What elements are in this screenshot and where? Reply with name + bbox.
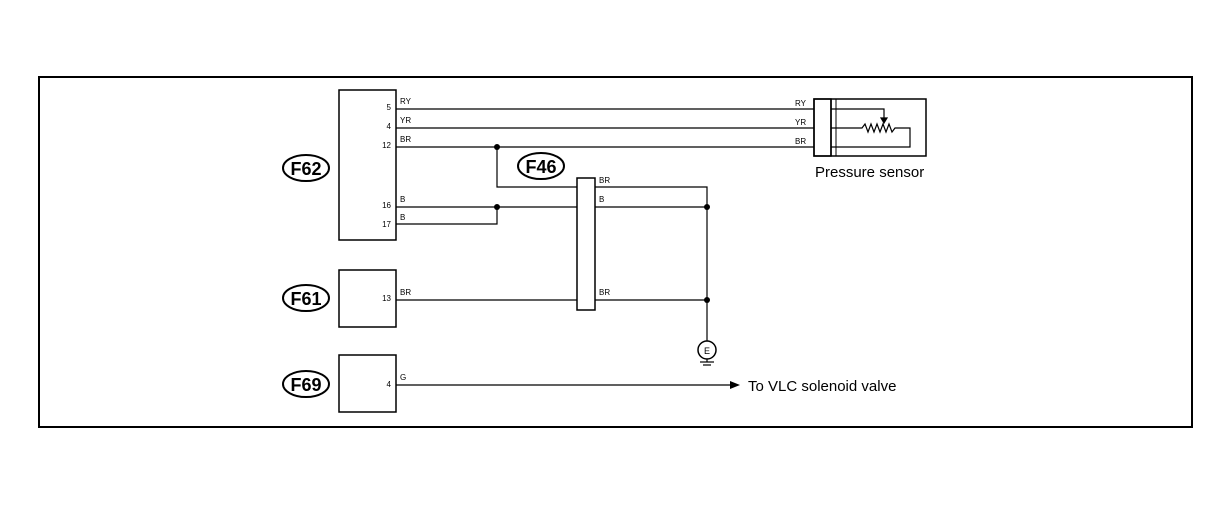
f62-connector-block xyxy=(338,89,397,241)
connector-f61-label: F61 xyxy=(290,289,321,309)
wire-color-f46-bottom: BR xyxy=(599,288,610,297)
arrow-head-icon xyxy=(730,381,740,389)
connector-f61-badge: F61 xyxy=(282,284,330,312)
wire-color-f46-mid: B xyxy=(599,195,604,204)
ground-icon: E xyxy=(697,340,717,366)
wire-br-branch xyxy=(496,147,577,188)
connector-f62-badge: F62 xyxy=(282,154,330,182)
ground-label: E xyxy=(704,346,710,356)
wire-color-sensor-br: BR xyxy=(795,137,806,146)
wire-color-f62-12: BR xyxy=(400,135,411,144)
vlc-valve-label: To VLC solenoid valve xyxy=(748,378,896,395)
potentiometer-symbol xyxy=(831,108,911,148)
wire-color-f62-17: B xyxy=(400,213,405,222)
connector-f69-label: F69 xyxy=(290,375,321,395)
wire-f46-br-top xyxy=(595,186,708,207)
pin-f61-13: 13 xyxy=(382,294,391,303)
f61-connector-block xyxy=(338,269,397,328)
wire-color-f61-13: BR xyxy=(400,288,411,297)
pin-f62-12: 12 xyxy=(382,141,391,150)
pin-f62-4: 4 xyxy=(387,122,392,131)
connector-f46-badge: F46 xyxy=(517,152,565,180)
wire-color-sensor-yr: YR xyxy=(795,118,806,127)
wire-color-f62-4: YR xyxy=(400,116,411,125)
pin-f69-4: 4 xyxy=(387,380,392,389)
connector-f62-label: F62 xyxy=(290,159,321,179)
f69-connector-block xyxy=(338,354,397,413)
pin-f62-16: 16 xyxy=(382,201,391,210)
pin-f62-17: 17 xyxy=(382,220,391,229)
connector-f69-badge: F69 xyxy=(282,370,330,398)
wire-color-f46-top: BR xyxy=(599,176,610,185)
pressure-sensor-terminal-block xyxy=(813,98,832,157)
pin-f62-5: 5 xyxy=(387,103,392,112)
wires xyxy=(396,108,814,386)
pressure-sensor-label: Pressure sensor xyxy=(815,164,924,181)
junction-dots xyxy=(494,144,710,303)
f46-connector-block xyxy=(576,177,596,311)
wire-color-f69-4: G xyxy=(400,373,406,382)
wire-color-sensor-ry: RY xyxy=(795,99,807,108)
wire-color-f62-5: RY xyxy=(400,97,412,106)
diagram-frame xyxy=(38,76,1193,428)
connector-f46-label: F46 xyxy=(525,157,556,177)
wire-b-17 xyxy=(396,207,498,225)
wire-color-f62-16: B xyxy=(400,195,405,204)
